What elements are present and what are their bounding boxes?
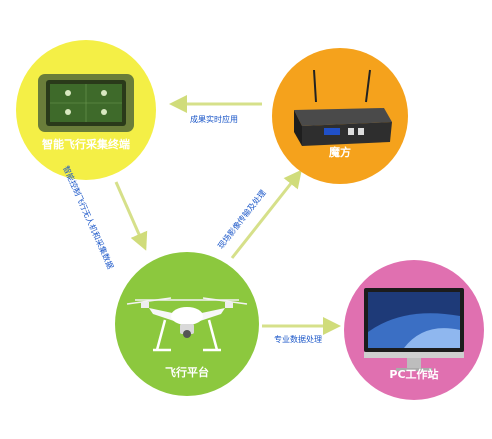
pc-station-label: PC工作站 xyxy=(389,368,439,381)
edge-label-cube-to-terminal: 成果实时应用 xyxy=(190,115,238,124)
magic-cube-node: 魔方 xyxy=(272,48,408,184)
mini-pc-icon xyxy=(294,69,392,146)
monitor-icon xyxy=(364,288,464,371)
tablet-icon xyxy=(38,74,134,132)
edge-label-platform-to-pc: 专业数据处理 xyxy=(274,335,322,344)
drone-icon xyxy=(126,297,248,352)
pc-station-node: PC工作站 xyxy=(344,260,484,400)
flight-platform-label: 飞行平台 xyxy=(165,366,209,379)
flight-platform-node: 飞行平台 xyxy=(115,252,259,396)
arrow-platform-to-cube xyxy=(230,169,302,259)
terminal-label: 智能飞行采集终端 xyxy=(42,138,130,151)
magic-cube-label: 魔方 xyxy=(329,146,351,159)
terminal-node: 智能飞行采集终端 xyxy=(16,40,156,180)
arrow-terminal-to-platform xyxy=(114,181,148,251)
